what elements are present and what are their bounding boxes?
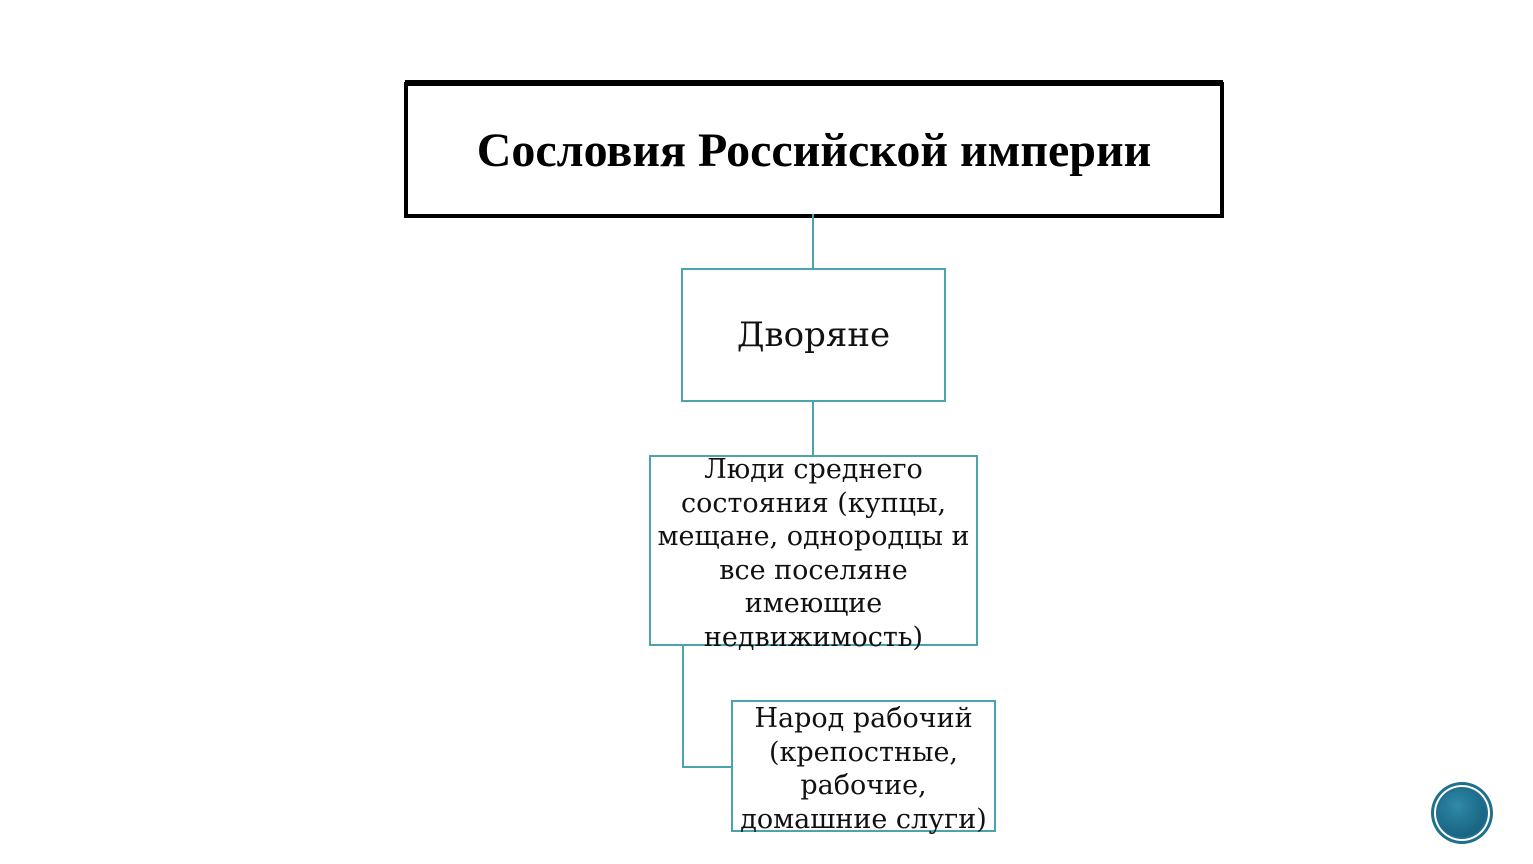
circle-nav-inner [1438,789,1486,837]
node-working-people-label: Народ рабочий (крепостные, рабочие, дома… [740,703,987,835]
connector-node-1-to-node-2 [812,402,814,455]
node-nobles: Дворяне [681,268,946,402]
title-box: Сословия Российской империи [404,82,1224,218]
node-middle-class: Люди среднего состояния (купцы, мещане, … [649,454,978,653]
diagram-title: Сословия Российской империи [476,123,1152,177]
circle-nav-icon[interactable] [1434,785,1490,841]
node-nobles-label: Дворяне [736,315,891,355]
connector-node-2-vertical [682,646,684,768]
connector-title-to-node-1 [812,214,814,268]
node-middle-class-label: Люди среднего состояния (купцы, мещане, … [657,454,970,653]
connector-node-2-to-node-3 [682,766,732,768]
node-working-people: Народ рабочий (крепостные, рабочие, дома… [731,700,996,835]
